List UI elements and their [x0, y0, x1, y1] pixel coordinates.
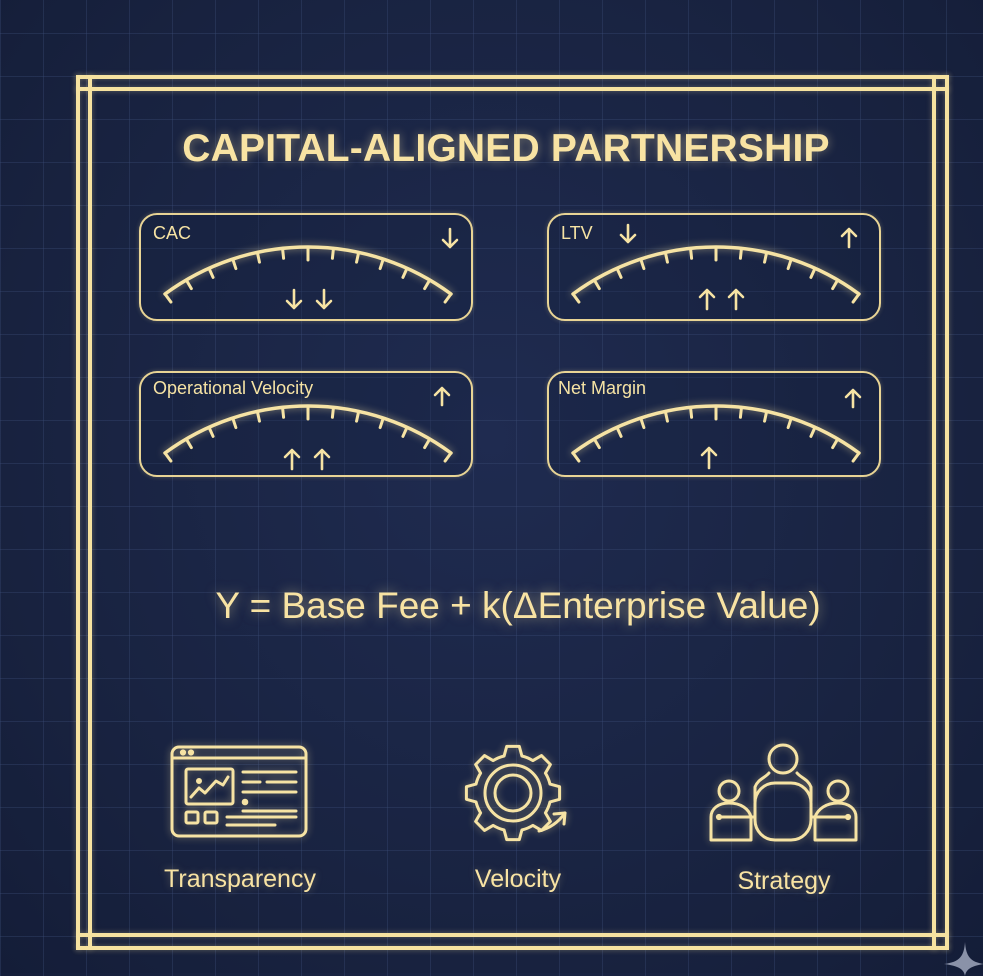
gauge-arc-icon — [163, 227, 459, 310]
arrow-down-icon — [619, 223, 637, 244]
double-arrow-up-icon — [283, 448, 331, 471]
feature-transparency: Transparency — [120, 745, 360, 893]
gauge-arc-icon — [571, 388, 862, 470]
gauge-label: LTV — [561, 223, 593, 243]
double-arrow-down-icon — [285, 288, 333, 310]
arrow-up-icon — [700, 446, 718, 470]
feature-strategy: Strategy — [664, 743, 904, 895]
feature-label: Strategy — [737, 867, 831, 895]
frame-inner-top — [76, 87, 949, 91]
arrow-down-icon — [441, 227, 459, 249]
frame-inner-left — [88, 75, 92, 950]
arrow-up-icon — [840, 227, 858, 249]
feature-label: Transparency — [164, 865, 316, 893]
feature-velocity: Velocity — [398, 743, 638, 893]
gear-arrow-icon — [464, 744, 567, 842]
dashboard-window-icon — [170, 745, 308, 838]
team-meeting-icon — [709, 743, 858, 842]
frame-outer-top — [76, 75, 949, 79]
fee-formula: Y = Base Fee + k(ΔEnterprise Value) — [215, 585, 821, 626]
frame-outer-bottom — [76, 946, 949, 950]
feature-label: Velocity — [474, 865, 562, 893]
gauge-label: Operational Velocity — [153, 378, 314, 398]
gauge-label: CAC — [153, 223, 192, 243]
gauge-operational-velocity: Operational Velocity — [139, 371, 473, 477]
gauge-net-margin: Net Margin — [547, 371, 881, 477]
page-title: CAPITAL-ALIGNED PARTNERSHIP — [182, 127, 830, 170]
gauge-arc-icon — [571, 223, 861, 311]
frame-outer-left — [76, 75, 80, 950]
gauge-arc-icon — [163, 386, 453, 471]
frame-outer-right — [945, 75, 949, 950]
gauge-ltv: LTV — [547, 213, 881, 321]
frame-inner-bottom — [76, 933, 949, 937]
sparkle-icon — [944, 942, 983, 976]
double-arrow-up-icon — [698, 288, 745, 311]
gauge-cac: CAC — [139, 213, 473, 321]
frame-inner-right — [932, 75, 936, 950]
arrow-up-icon — [844, 388, 862, 409]
arrow-up-icon — [433, 386, 451, 407]
gauge-label: Net Margin — [558, 378, 647, 398]
